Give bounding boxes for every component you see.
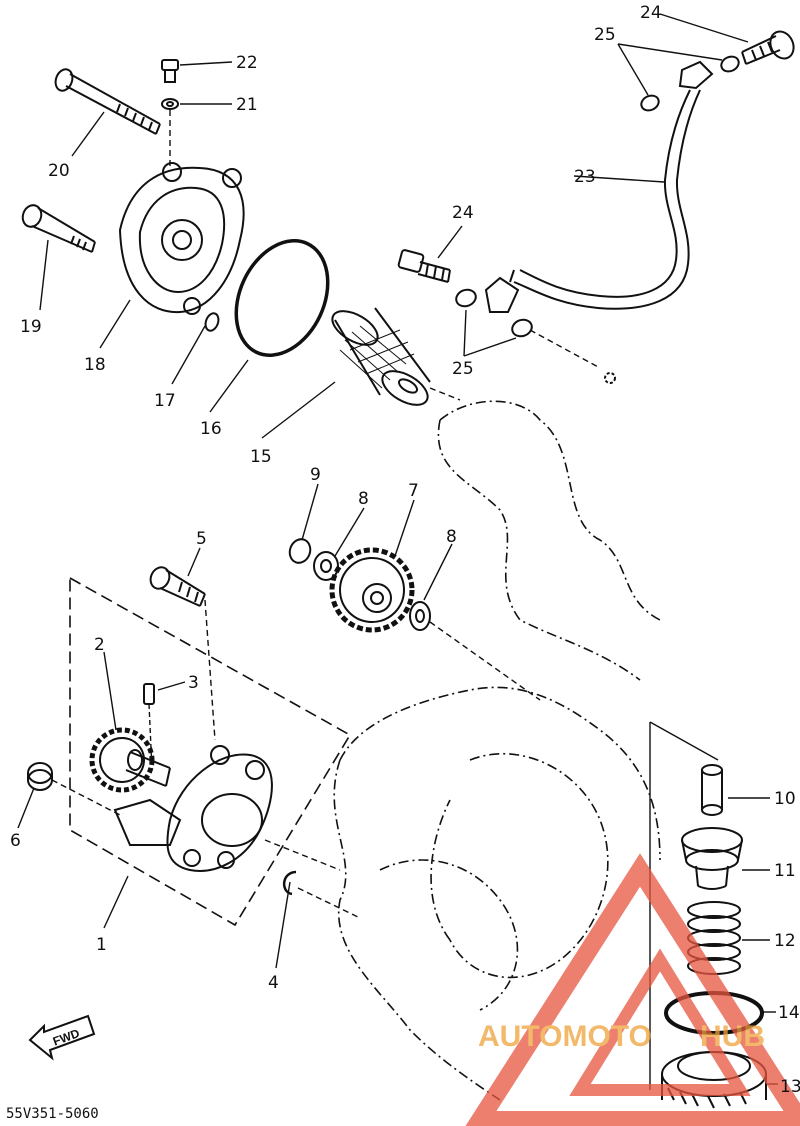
watermark-logo: AUTOMOTO HUB [465,853,800,1126]
label-6: 6 [10,831,21,851]
label-22: 22 [236,53,258,73]
bolt-5 [149,566,216,741]
label-21: 21 [236,95,258,115]
pin-3 [143,683,155,705]
washer-21 [161,98,179,110]
label-23: 23 [574,167,596,187]
label-8-right: 8 [446,527,457,547]
banjo-bolt-24-lower [397,249,451,283]
label-5: 5 [196,529,207,549]
label-11: 11 [774,861,796,881]
part-code: 55V351-5060 [6,1106,99,1122]
bolt-19 [21,204,96,253]
label-19: 19 [20,317,42,337]
label-24-upper: 24 [640,3,662,23]
screw-22 [161,59,179,83]
washer-25-upper-left [640,94,660,112]
oil-filter-15 [331,307,461,406]
label-4: 4 [268,973,279,993]
label-8-left: 8 [358,489,369,509]
label-14: 14 [778,1003,800,1023]
label-9: 9 [310,465,321,485]
circlip-9 [288,538,312,564]
label-2: 2 [94,635,105,655]
label-10: 10 [774,789,796,809]
plug-11 [681,827,743,890]
pump-gear-2 [89,727,171,793]
label-17: 17 [154,391,176,411]
callout-labels: 22 21 20 19 18 17 16 15 9 8 7 8 5 2 3 6 … [10,3,800,1097]
oil-pump-assembly-box [69,576,352,927]
dowel-6 [27,762,121,816]
label-12: 12 [774,931,796,951]
idler-gear-7 [329,547,415,633]
collar-10 [701,764,723,816]
o-ring-17 [204,312,220,332]
filter-cover-18 [118,110,245,315]
washer-8-right [409,601,431,631]
label-18: 18 [84,355,106,375]
oil-pump-body-1 [113,745,341,872]
label-1: 1 [96,935,107,955]
banjo-bolt-24-upper [741,30,795,65]
watermark-text-right: HUB [700,1020,765,1053]
label-24-lower: 24 [452,203,474,223]
bolt-20 [54,68,161,135]
label-15: 15 [250,447,272,467]
label-25-upper: 25 [594,25,616,45]
label-3: 3 [188,673,199,693]
label-25-lower: 25 [452,359,474,379]
label-7: 7 [408,481,419,501]
label-20: 20 [48,161,70,181]
engine-case-outline [333,400,661,1101]
washer-25-lower-right [511,318,533,338]
fwd-arrow: FWD [28,1014,96,1061]
o-ring-16 [234,239,330,357]
oil-pipe-23 [484,60,714,313]
cap-13 [661,1051,767,1109]
label-16: 16 [200,419,222,439]
label-13: 13 [780,1077,800,1097]
washer-8-left [313,551,339,581]
watermark-text-left: AUTOMOTO [478,1020,652,1053]
circlip-4 [283,870,297,896]
washer-25-lower-left [455,288,477,308]
washer-25-upper-right [720,55,740,73]
